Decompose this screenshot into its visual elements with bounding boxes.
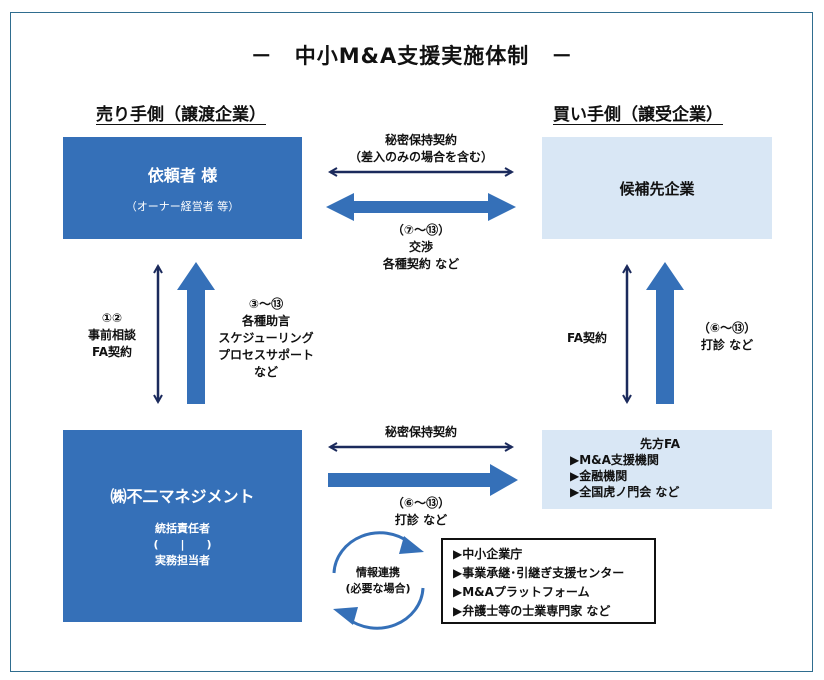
negotiation-label: （⑦～⑬） 交渉 各種契約 など bbox=[330, 222, 512, 273]
counter-fa-item: ▶M&A支援機関 bbox=[570, 453, 659, 467]
sounding-up-arrow bbox=[646, 262, 684, 404]
nda-top-line-2: （差入のみの場合を含む） bbox=[348, 150, 493, 164]
advice-line-5: など bbox=[253, 365, 278, 379]
info-line-2: (必要な場合) bbox=[345, 582, 411, 595]
firm-name: ㈱不二マネジメント bbox=[110, 487, 255, 506]
sounding-b-line-1: （⑥～⑬） bbox=[391, 496, 451, 510]
fa-contract-label: FA契約 bbox=[566, 331, 608, 345]
candidate-box: 候補先企業 bbox=[542, 137, 772, 239]
pre-line-2: 事前相談 bbox=[87, 328, 136, 342]
support-up-arrow bbox=[177, 262, 215, 404]
pre-consult-label: ①② 事前相談 FA契約 bbox=[72, 310, 152, 361]
client-sub: （オーナー経営者 等） bbox=[125, 200, 240, 213]
sounding-right-arrow bbox=[328, 464, 518, 496]
sounding-r-line-2: 打診 など bbox=[700, 338, 754, 352]
advice-line-1: ③～⑬ bbox=[248, 297, 284, 311]
pre-line-3: FA契約 bbox=[91, 345, 133, 359]
partner-list-item: ▶弁護士等の士業専門家 など bbox=[453, 604, 611, 618]
diagram-frame bbox=[10, 12, 813, 672]
sounding-r-line-1: （⑥～⑬） bbox=[697, 321, 757, 335]
seller-heading: 売り手側（譲渡企業） bbox=[96, 105, 266, 125]
pre-line-1: ①② bbox=[101, 311, 123, 325]
counter-fa-box: 先方FA ▶M&A支援機関 ▶金融機関 ▶全国虎ノ門会 など bbox=[542, 430, 772, 509]
advice-line-3: スケジューリング bbox=[218, 331, 314, 345]
firm-role-2: ( | ) bbox=[153, 538, 212, 551]
diagram-title: － 中小M&A支援実施体制 － bbox=[250, 44, 574, 68]
info-cycle-arc-top bbox=[332, 531, 411, 574]
partner-list-item: ▶M&Aプラットフォーム bbox=[453, 585, 590, 599]
negotiation-arrow bbox=[326, 193, 516, 221]
negotiation-line-1: （⑦～⑬） bbox=[391, 223, 451, 237]
firm-role-1: 統括責任者 bbox=[155, 522, 210, 535]
buyer-heading: 買い手側（譲受企業） bbox=[553, 105, 723, 125]
sounding-b-line-2: 打診 など bbox=[394, 513, 448, 527]
counter-fa-item: ▶全国虎ノ門会 など bbox=[570, 485, 680, 499]
counter-fa-item: ▶金融機関 bbox=[570, 469, 628, 483]
sounding-right-label: （⑥～⑬） 打診 など bbox=[682, 320, 772, 354]
advice-line-2: 各種助言 bbox=[241, 314, 290, 328]
client-box: 依頼者 様 （オーナー経営者 等） bbox=[63, 137, 302, 239]
client-name: 依頼者 様 bbox=[147, 166, 218, 185]
partner-list-item: ▶中小企業庁 bbox=[453, 547, 523, 561]
advice-label: ③～⑬ 各種助言 スケジューリング プロセスサポート など bbox=[216, 296, 316, 381]
partner-list-box: ▶中小企業庁 ▶事業承継･引継ぎ支援センター ▶M&Aプラットフォーム ▶弁護士… bbox=[441, 538, 656, 624]
firm-box: ㈱不二マネジメント 統括責任者 ( | ) 実務担当者 bbox=[63, 430, 302, 622]
firm-role-3: 実務担当者 bbox=[155, 554, 210, 567]
counter-fa-name: 先方FA bbox=[639, 437, 681, 451]
candidate-name: 候補先企業 bbox=[619, 179, 695, 198]
nda-top-line-1: 秘密保持契約 bbox=[384, 133, 457, 147]
nda-top-label: 秘密保持契約 （差入のみの場合を含む） bbox=[330, 132, 512, 166]
info-sharing-label: 情報連携 (必要な場合) bbox=[326, 565, 430, 597]
info-cycle-head-top bbox=[399, 536, 424, 554]
sounding-bottom-label: （⑥～⑬） 打診 など bbox=[330, 495, 512, 529]
nda-bottom-label: 秘密保持契約 bbox=[384, 425, 457, 439]
info-cycle-head-bottom bbox=[333, 607, 358, 625]
negotiation-line-3: 各種契約 など bbox=[382, 257, 460, 271]
info-cycle-arc-bottom bbox=[346, 587, 425, 630]
negotiation-line-2: 交渉 bbox=[408, 240, 433, 254]
info-line-1: 情報連携 bbox=[356, 566, 400, 579]
advice-line-4: プロセスサポート bbox=[217, 348, 314, 362]
partner-list-item: ▶事業承継･引継ぎ支援センター bbox=[453, 566, 625, 580]
